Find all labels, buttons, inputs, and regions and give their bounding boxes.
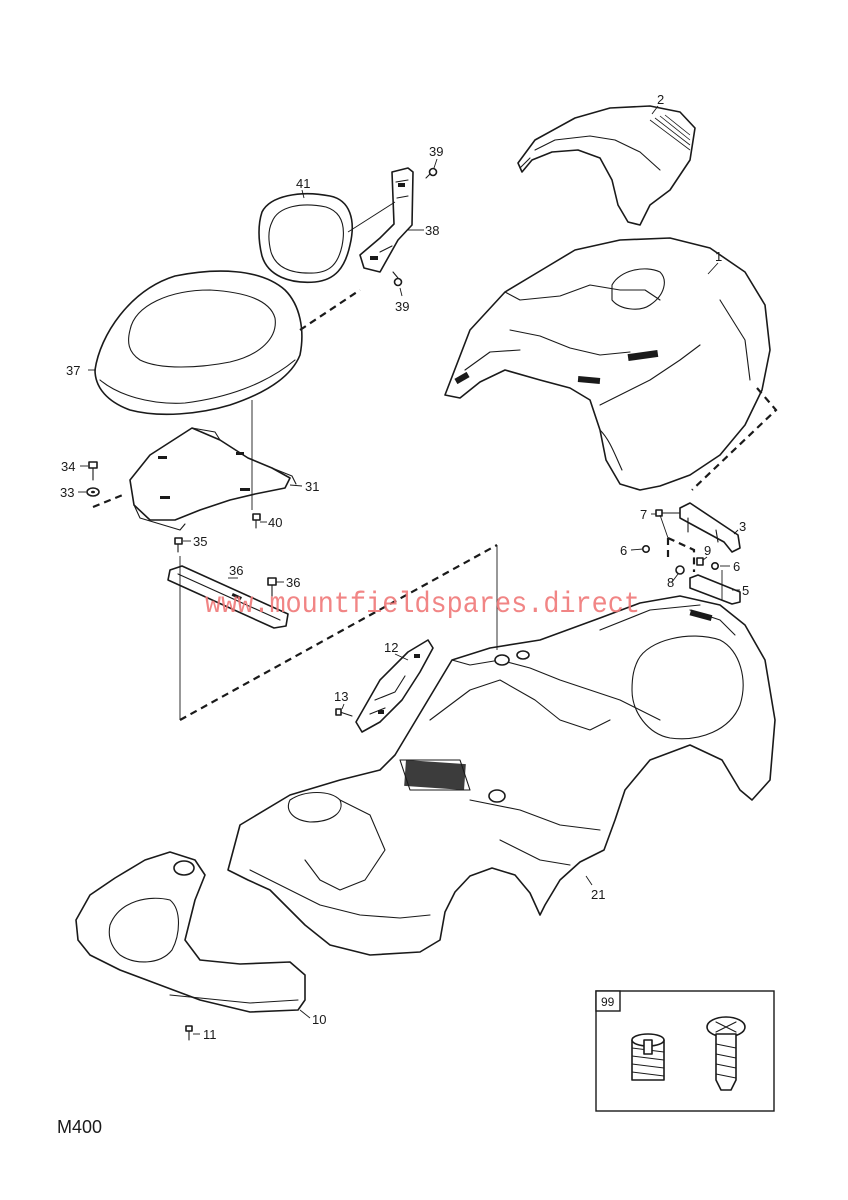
callout-39-top: 39 bbox=[429, 144, 443, 159]
part-38-bracket bbox=[359, 167, 414, 273]
part-21-main-body bbox=[227, 595, 776, 956]
callout-32: 33 bbox=[60, 485, 74, 500]
callout-13: 13 bbox=[334, 689, 348, 704]
part-1-rear-body bbox=[444, 237, 771, 491]
callout-12: 12 bbox=[384, 640, 398, 655]
callout-2: 2 bbox=[657, 92, 664, 107]
callout-38: 38 bbox=[425, 223, 439, 238]
inset-label: 99 bbox=[601, 995, 615, 1009]
callout-33: 34 bbox=[61, 459, 75, 474]
callout-9: 9 bbox=[704, 543, 711, 558]
callout-36: 36 bbox=[286, 575, 300, 590]
watermark-text: www.mountfieldspares.direct bbox=[205, 588, 640, 622]
callout-37: 37 bbox=[66, 363, 80, 378]
callout-5: 5 bbox=[742, 583, 749, 598]
part-40-back-cushion bbox=[258, 192, 353, 284]
callout-11: 11 bbox=[203, 1027, 217, 1042]
callout-6-right: 6 bbox=[733, 559, 740, 574]
screw-icon bbox=[706, 1016, 746, 1091]
part-3-bracket bbox=[679, 502, 741, 553]
part-12-hinge bbox=[355, 639, 434, 733]
part-31-seat-pan bbox=[129, 427, 297, 531]
part-10-front-cover bbox=[75, 851, 306, 1013]
assembly-lines bbox=[92, 201, 778, 721]
callout-3: 3 bbox=[739, 519, 746, 534]
callout-35: 35 bbox=[193, 534, 207, 549]
callout-leaders bbox=[78, 105, 740, 1035]
fasteners bbox=[86, 167, 719, 1041]
callout-1: 1 bbox=[715, 249, 722, 264]
callout-40: 41 bbox=[296, 176, 310, 191]
callout-8: 8 bbox=[667, 575, 674, 590]
callout-labels: 2 1 39 41 38 39 37 34 33 31 40 35 36 36 … bbox=[60, 92, 749, 1042]
diagram-code: M400 bbox=[57, 1117, 102, 1137]
callout-34: 36 bbox=[229, 563, 243, 578]
callout-31: 31 bbox=[305, 479, 319, 494]
part-2-rear-cover bbox=[517, 105, 696, 226]
callout-39-bottom: 39 bbox=[395, 299, 409, 314]
callout-41: 40 bbox=[268, 515, 282, 530]
threaded-insert-icon bbox=[631, 1033, 665, 1081]
callout-7: 7 bbox=[640, 507, 647, 522]
part-37-seat bbox=[94, 270, 303, 416]
part-34-rail bbox=[167, 565, 289, 629]
callout-21: 21 bbox=[591, 887, 605, 902]
callout-10: 10 bbox=[312, 1012, 326, 1027]
part-5-bracket bbox=[689, 574, 741, 605]
callout-6-left: 6 bbox=[620, 543, 627, 558]
inset-box-99: 99 bbox=[595, 990, 775, 1112]
